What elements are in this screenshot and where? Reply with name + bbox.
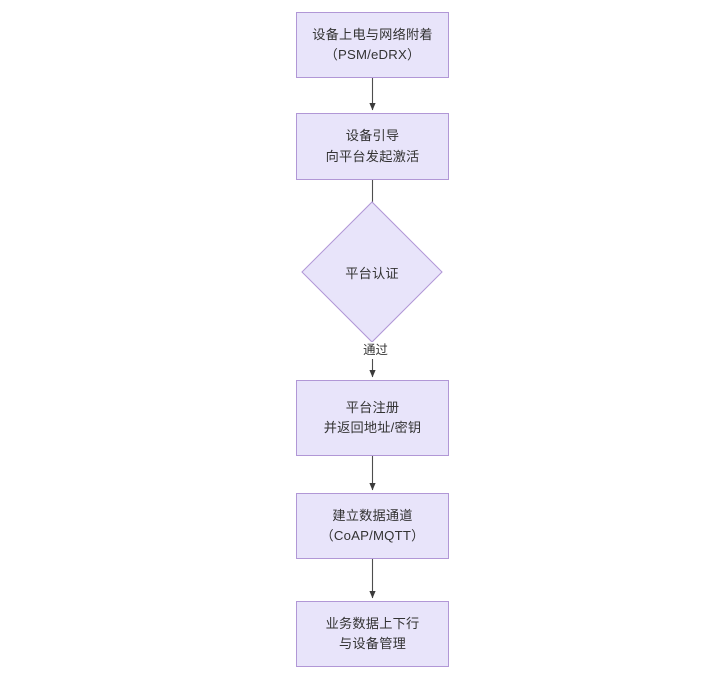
flow-node-text-line2: 与设备管理 [339,636,406,651]
flow-node-device-power-on[interactable]: 设备上电与网络附着 （PSM/eDRX） [296,12,449,78]
flow-node-text-line1: 业务数据上下行 [325,615,420,631]
edge-label-text: 通过 [363,343,388,357]
flow-node-text-line2: 向平台发起激活 [325,148,420,164]
flow-node-text-line2: 并返回地址/密钥 [323,420,422,435]
flow-node-platform-auth-label: 平台认证 [322,222,422,322]
flow-node-business-data-and-device-management[interactable]: 业务数据上下行 与设备管理 [296,601,449,667]
flow-node-text-line1: 平台认证 [345,265,399,281]
flow-node-text-line1: 设备引导 [345,128,400,144]
flow-node-device-bootstrap[interactable]: 设备引导 向平台发起激活 [296,113,449,180]
flow-node-text-line1: 平台注册 [345,399,400,415]
flow-node-text-line1: 设备上电与网络附着 [312,26,433,42]
flow-node-platform-register[interactable]: 平台注册 并返回地址/密钥 [296,380,449,456]
flow-node-text-line1: 建立数据通道 [332,507,413,523]
flow-node-text-line2: （PSM/eDRX） [324,47,421,62]
flow-node-establish-data-channel[interactable]: 建立数据通道 （CoAP/MQTT） [296,493,449,559]
flow-node-text-line2: （CoAP/MQTT） [320,528,425,543]
edge-label-pass: 通过 [352,342,399,359]
